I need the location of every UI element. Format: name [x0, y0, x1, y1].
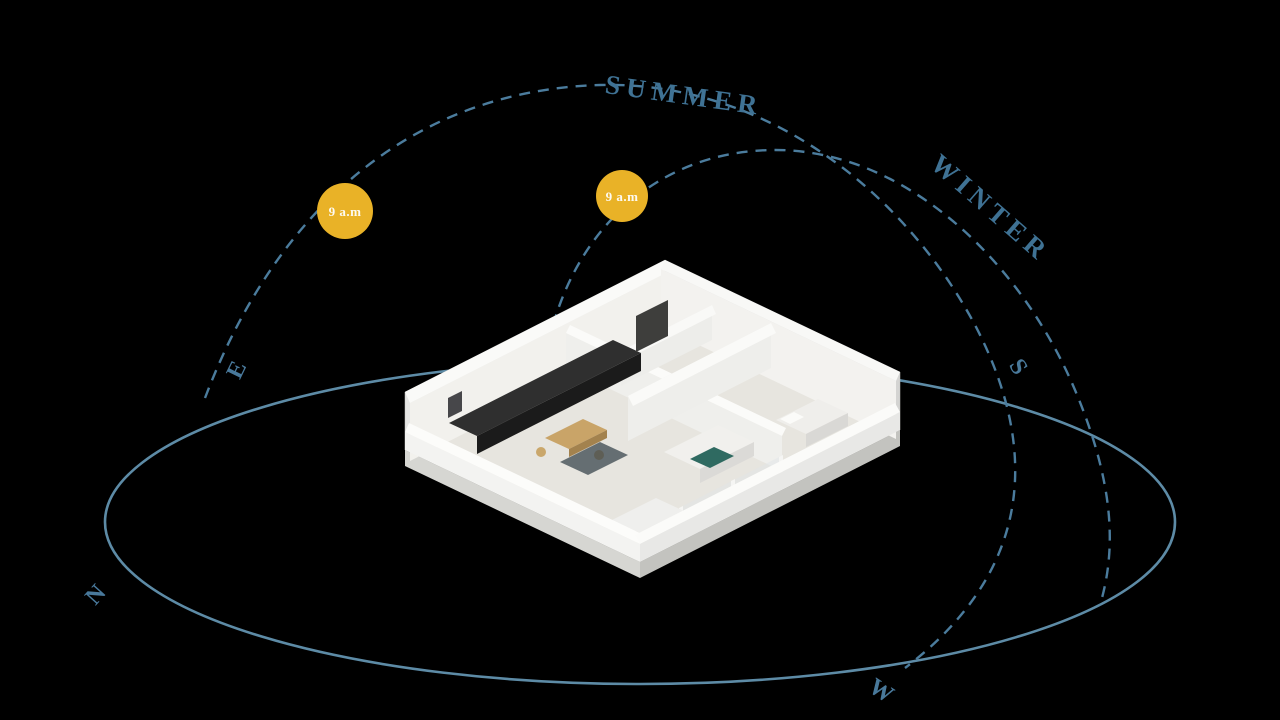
house-model — [404, 259, 901, 578]
bed-top — [664, 425, 754, 469]
compass-south: S — [1003, 354, 1032, 379]
house-wall-back-right-top — [661, 260, 900, 381]
bed-front — [700, 442, 754, 483]
living-rug — [560, 442, 628, 475]
entry-wall-top — [612, 498, 684, 533]
house-wall-front-left-top — [405, 423, 644, 544]
winter-sun-path — [543, 148, 1111, 606]
house-wall-back-right-inner — [661, 269, 896, 439]
bed-pillow — [780, 412, 804, 424]
sun-icon — [596, 170, 648, 222]
house-wall-front-right-top — [635, 403, 900, 544]
summer-sun-path — [203, 83, 1017, 669]
house-slab-right-face — [640, 430, 900, 578]
bed-top — [776, 399, 848, 434]
partition-wall-top — [628, 323, 776, 406]
wall-art — [448, 391, 462, 418]
compass-north: N — [81, 579, 112, 610]
house-wall-front-left-low — [405, 432, 640, 562]
compass-east: E — [222, 357, 252, 383]
summer-sun-marker: 9 a.m — [317, 183, 373, 239]
dining-table-top — [545, 419, 607, 449]
house-wall-back-left-top — [405, 260, 670, 403]
winter-sun-marker: 9 a.m — [596, 170, 648, 222]
winter-path-label: WINTER — [925, 148, 1057, 268]
bed-blanket — [690, 447, 734, 468]
compass-west: W — [864, 674, 898, 709]
summer-sun-time: 9 a.m — [329, 204, 362, 219]
bed-front — [806, 413, 848, 447]
dining-table-front — [569, 430, 607, 457]
summer-path-label: SUMMER — [603, 69, 765, 121]
kitchen-counter-front — [477, 353, 641, 454]
house-wall-front-right-low — [640, 412, 900, 562]
winter-sun-time: 9 a.m — [606, 189, 639, 204]
sun-icon — [317, 183, 373, 239]
house-slab-left-face — [405, 450, 640, 578]
dining-chair — [536, 447, 546, 457]
wardrobe-block — [636, 300, 668, 352]
kitchen-counter-top — [449, 340, 641, 436]
